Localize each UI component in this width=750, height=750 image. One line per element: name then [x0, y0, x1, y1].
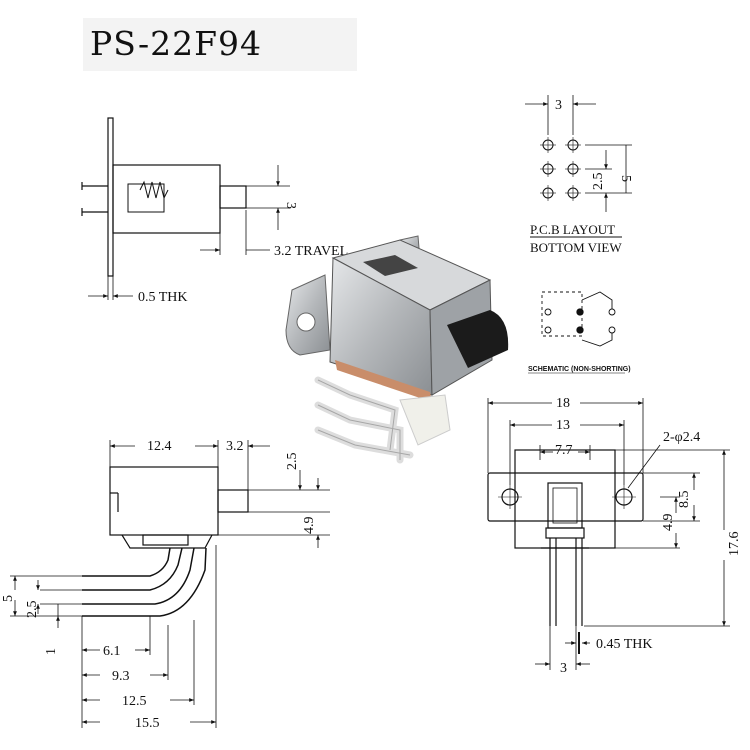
photo-base-pcb — [335, 360, 432, 402]
end-h85-label: 8.5 — [677, 491, 692, 509]
end-h49-label: 4.9 — [661, 514, 676, 532]
side-travel-label: 3.2 TRAVEL — [274, 244, 348, 259]
photo-top-slot — [363, 255, 418, 276]
spring-window — [127, 183, 165, 213]
photo-left-ear-hole — [296, 312, 316, 332]
photo-leads — [314, 376, 414, 464]
schematic-caption: SCHEMATIC (NON-SHORTING) — [528, 366, 631, 373]
title-background — [83, 18, 357, 71]
front-view — [10, 440, 330, 728]
end-mounting-plate — [487, 472, 644, 522]
switch-photo — [285, 235, 509, 464]
photo-actuator — [447, 310, 509, 368]
side-thickness-label: 0.5 THK — [138, 290, 188, 305]
front-lead-5: 5 — [1, 595, 16, 602]
schematic — [528, 291, 625, 374]
end-hole-label: 2-φ2.4 — [663, 430, 700, 445]
front-dim-125: 12.5 — [122, 694, 147, 709]
front-width-label: 12.4 — [147, 439, 172, 454]
end-overall-label: 18 — [556, 396, 570, 411]
front-base — [121, 534, 213, 549]
pcb-holes — [540, 137, 581, 201]
pcb-pitch-y-small: 2.5 — [591, 173, 606, 191]
front-body — [109, 466, 219, 536]
front-dim-93: 9.3 — [112, 669, 130, 684]
end-pin-thk-label: 0.45 THK — [596, 637, 653, 652]
photo-plastic-base — [399, 394, 451, 446]
side-actuator — [219, 185, 247, 209]
front-actuator-offset: 4.9 — [302, 517, 317, 535]
front-lead-25: 2.5 — [25, 601, 40, 619]
spring-symbol — [139, 180, 169, 200]
end-view — [487, 398, 730, 670]
end-hole-pitch-label: 13 — [556, 418, 570, 433]
front-dim-155: 15.5 — [135, 716, 160, 731]
front-lead-1: 1 — [44, 648, 59, 655]
front-dim-61: 6.1 — [103, 644, 121, 659]
pcb-caption-2: BOTTOM VIEW — [530, 240, 622, 255]
pcb-layout — [525, 95, 632, 238]
end-body — [514, 449, 616, 549]
pcb-caption-1: P.C.B LAYOUT — [530, 222, 615, 237]
pcb-pitch-x: 3 — [555, 98, 562, 113]
front-actuator — [217, 489, 249, 513]
front-travel-label: 3.2 — [226, 439, 244, 454]
side-body — [112, 164, 221, 234]
side-actuator-dim: 3 — [283, 202, 298, 209]
page-title: PS-22F94 — [90, 24, 263, 63]
end-h176-label: 17.6 — [727, 532, 742, 557]
pcb-pitch-y-large: 5 — [618, 175, 633, 182]
side-mounting-plate — [107, 117, 114, 277]
side-view — [81, 117, 290, 300]
front-leads — [82, 547, 207, 617]
end-pin-pitch-label: 3 — [560, 661, 567, 676]
end-body-label: 7.7 — [555, 443, 573, 458]
front-actuator-height: 2.5 — [285, 453, 300, 471]
